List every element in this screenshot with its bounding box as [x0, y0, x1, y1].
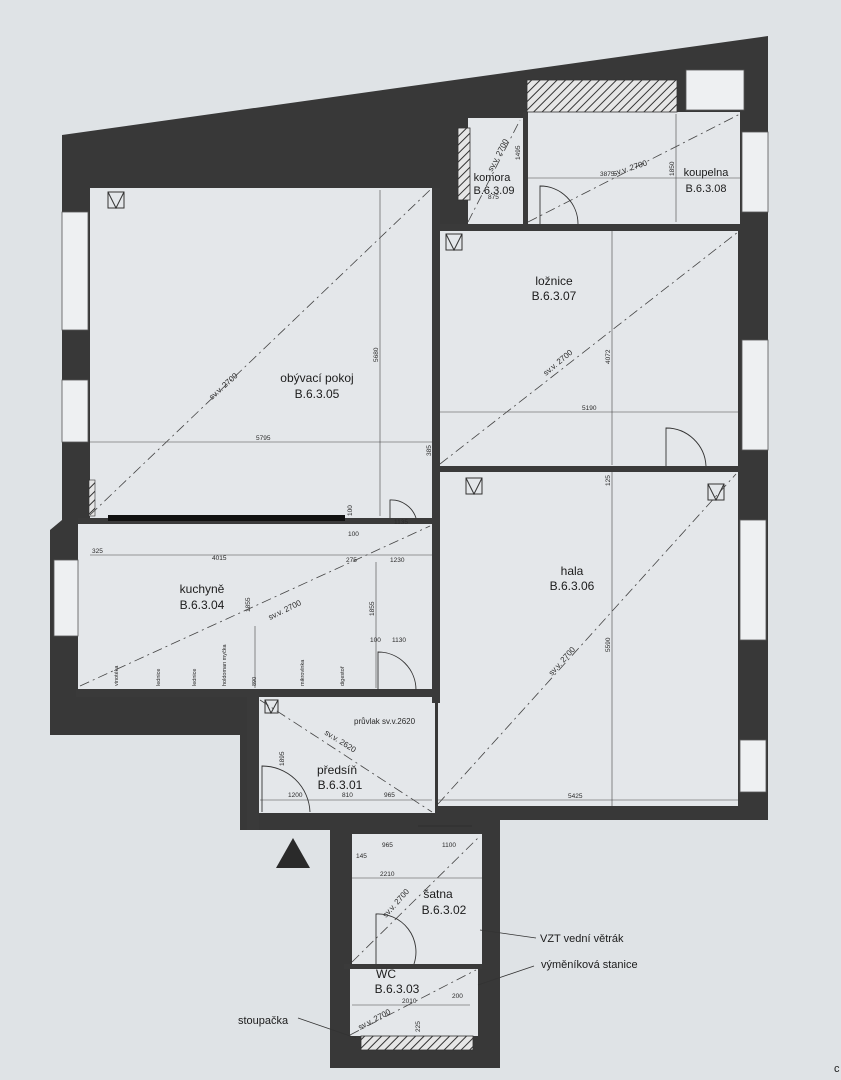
corner-mark: c	[834, 1063, 840, 1075]
room-name-bathroom: koupelna	[684, 167, 730, 179]
beam-label: průvlak sv.v.2620	[354, 717, 416, 726]
room-code-living: B.6.3.05	[295, 387, 340, 401]
appliance-label: lednice	[192, 669, 198, 686]
room-name-hall: hala	[561, 564, 584, 578]
dim-2210: 2210	[380, 871, 395, 878]
room-name-living: obývací pokoj	[280, 371, 353, 385]
vent-markers	[107, 191, 725, 715]
room-name-entry: předsíň	[317, 763, 357, 777]
dim-4015: 4015	[212, 555, 227, 562]
exchanger-label: výměníková stanice	[541, 959, 638, 971]
room-code-hall: B.6.3.06	[550, 579, 595, 593]
vzt-label: VZT vední větrák	[540, 933, 624, 945]
dim-1100: 1100	[442, 842, 456, 849]
room-floors	[78, 112, 740, 1036]
appliance-label: holdoman myčka	[222, 643, 228, 686]
dim-100a: 100	[347, 505, 354, 516]
dim-275: 275	[346, 557, 357, 564]
dim-1855a: 1855	[245, 597, 252, 612]
dim-225: 225	[415, 1021, 422, 1032]
dim-100c: 100	[370, 637, 381, 644]
diagonal-lines	[79, 113, 741, 1036]
dim-385: 385	[426, 445, 433, 456]
room-code-wc: B.6.3.03	[375, 982, 420, 996]
dimension-numbers: 5795 5680 385 100 1135 100 275 1230 325 …	[92, 145, 676, 1032]
room-name-bedroom: ložnice	[535, 274, 573, 288]
room-code-bedroom: B.6.3.07	[532, 289, 577, 303]
room-code-entry: B.6.3.01	[318, 778, 363, 792]
dim-5190: 5190	[582, 405, 597, 412]
annotations: VZT vední větrák výměníková stanice stou…	[238, 933, 840, 1075]
dim-1495: 1495	[515, 145, 522, 160]
dim-3875: 3875	[600, 171, 615, 178]
room-name-kitchen: kuchyně	[180, 582, 225, 596]
room-code-wardrobe: B.6.3.02	[422, 903, 467, 917]
room-labels: obývací pokoj B.6.3.05 kuchyně B.6.3.04 …	[180, 167, 730, 996]
dim-2010: 2010	[402, 998, 417, 1005]
room-code-kitchen: B.6.3.04	[180, 598, 225, 612]
kitchen-appliances: vinotéka lednice lednice holdoman myčka …	[114, 643, 346, 686]
dim-5425: 5425	[568, 793, 583, 800]
riser-label: stoupačka	[238, 1015, 289, 1027]
appliance-label: mikrovlnka	[300, 659, 306, 686]
appliance-label: 890	[252, 677, 258, 686]
hatched-walls	[88, 79, 678, 1051]
room-name-storeroom: komora	[474, 172, 512, 184]
dim-1230: 1230	[390, 557, 405, 564]
dim-965a: 965	[384, 792, 395, 799]
dim-875: 875	[488, 194, 499, 201]
entry-arrow-icon	[276, 838, 310, 868]
dim-1895: 1895	[279, 751, 286, 766]
doors	[261, 185, 707, 965]
dim-1850: 1850	[669, 161, 676, 176]
room-code-storeroom: B.6.3.09	[474, 185, 515, 197]
dim-145: 145	[356, 853, 367, 860]
dim-965b: 965	[382, 842, 393, 849]
windows	[53, 69, 769, 793]
room-code-bathroom: B.6.3.08	[686, 183, 727, 195]
dim-810: 810	[342, 792, 353, 799]
appliance-label: lednice	[156, 669, 162, 686]
room-name-wardrobe: šatna	[423, 887, 453, 901]
appliance-label: digestoř	[340, 666, 346, 686]
dim-125: 125	[605, 475, 612, 486]
room-name-wc: WC	[376, 967, 396, 981]
appliance-label: vinotéka	[114, 665, 120, 686]
dim-100b: 100	[348, 531, 359, 538]
dim-5590: 5590	[605, 637, 612, 652]
dim-5680: 5680	[373, 347, 380, 362]
dim-1130: 1130	[392, 637, 406, 644]
dimension-lines	[90, 114, 740, 1006]
dim-1135: 1135	[394, 519, 408, 526]
dim-1200: 1200	[288, 792, 303, 799]
dim-4072: 4072	[605, 349, 612, 364]
dim-325: 325	[92, 548, 103, 555]
dim-200: 200	[452, 993, 463, 1000]
leader-lines	[297, 929, 537, 1039]
dim-1855b: 1855	[369, 601, 376, 616]
dim-5795: 5795	[256, 435, 271, 442]
